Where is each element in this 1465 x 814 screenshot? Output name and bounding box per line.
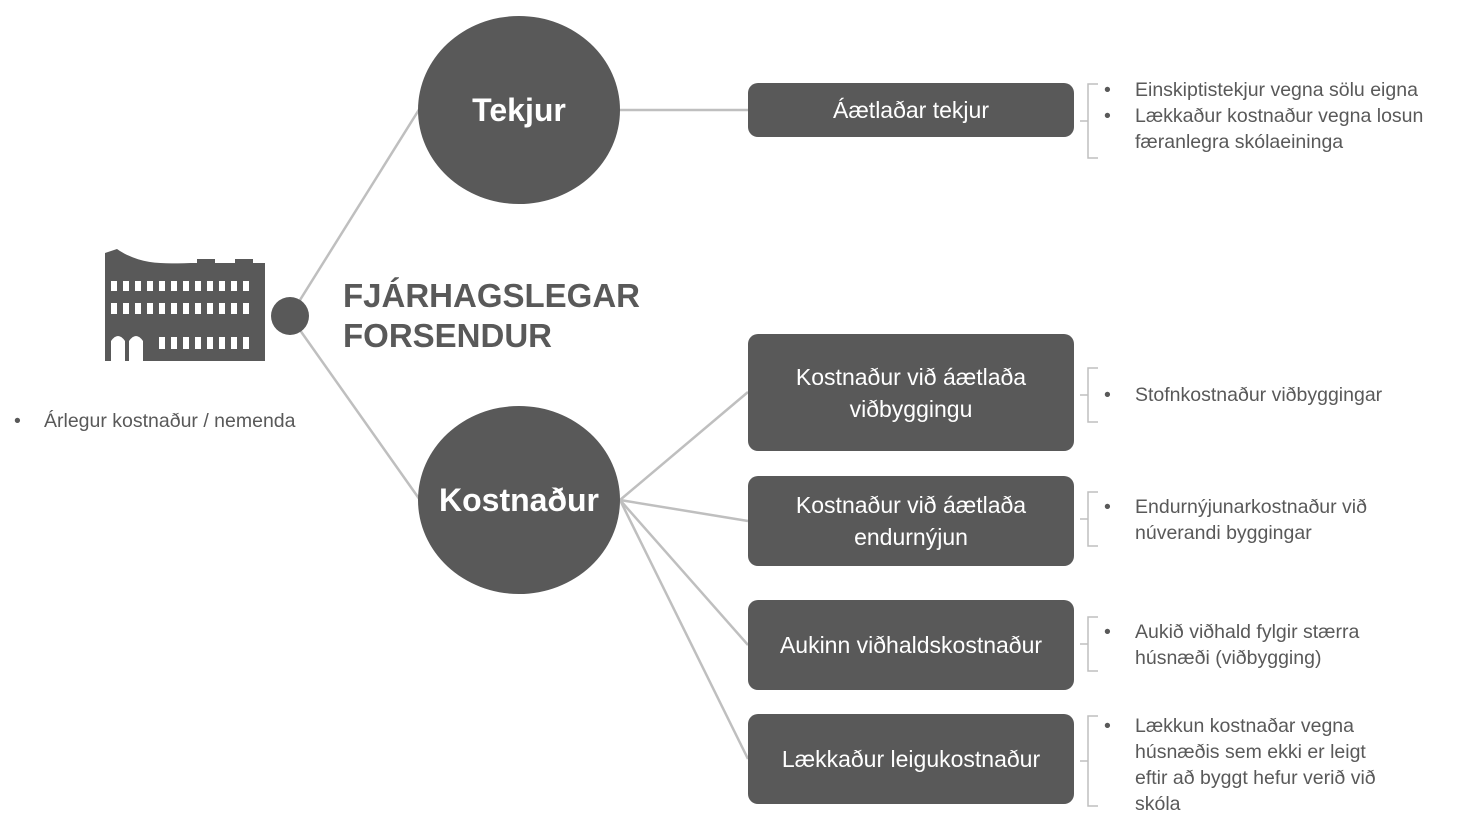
item-box-endurnyjun: Kostnaður við áætlaða endurnýjun <box>748 476 1074 566</box>
note-text: Lækkun kostnaðar vegna húsnæðis sem ekki… <box>1135 715 1376 814</box>
note-text: Endurnýjunarkostnaður við núverandi bygg… <box>1135 496 1367 544</box>
branch-node-tekjur: Tekjur <box>418 16 620 204</box>
building-icon <box>105 249 265 361</box>
connector-kostnadur-box-4 <box>618 499 750 760</box>
bracket-4 <box>1080 715 1098 807</box>
item-box-aaetladar-tekjur: Áætlaðar tekjur <box>748 83 1074 137</box>
bullet-icon: • <box>1104 79 1111 101</box>
diagram-title: FJÁRHAGSLEGAR FORSENDUR <box>343 276 703 356</box>
item-box-vidhald: Aukinn viðhaldskostnaður <box>748 600 1074 690</box>
bullet-icon: • <box>1104 105 1111 127</box>
list-item: • Einskiptistekjur vegna sölu eigna <box>1100 77 1462 103</box>
bullet-icon: • <box>1104 621 1111 643</box>
notes-list-leigukostnadur: • Lækkun kostnaðar vegna húsnæðis sem ek… <box>1100 713 1400 814</box>
diagram-title-line-2: FORSENDUR <box>343 317 553 354</box>
list-item: • Lækkun kostnaðar vegna húsnæðis sem ek… <box>1100 713 1400 814</box>
item-box-label: Kostnaður við áætlaða viðbyggingu <box>795 363 1027 422</box>
list-item: • Stofnkostnaður viðbyggingar <box>1100 382 1462 408</box>
bracket-3 <box>1080 616 1098 672</box>
item-box-leigukostnadur: Lækkaður leigukostnaður <box>748 714 1074 804</box>
notes-list-vidhald: • Aukið viðhald fylgir stærra húsnæði (v… <box>1100 619 1400 671</box>
item-box-label: Áætlaðar tekjur <box>833 97 989 123</box>
item-box-vidbygging: Kostnaður við áætlaða viðbyggingu <box>748 334 1074 451</box>
left-note: • Árlegur kostnaður / nemenda <box>10 408 350 434</box>
bullet-icon: • <box>14 410 21 432</box>
bullet-icon: • <box>1104 715 1111 737</box>
notes-list-vidbygging: • Stofnkostnaður viðbyggingar <box>1100 382 1462 408</box>
bracket-1 <box>1080 367 1098 423</box>
connector-hub-kostnadur <box>288 315 422 501</box>
note-text: Aukið viðhald fylgir stærra húsnæði (við… <box>1135 621 1360 669</box>
bullet-icon: • <box>1104 496 1111 518</box>
note-text: Lækkaður kostnaður vegna losun færanlegr… <box>1135 105 1424 153</box>
bracket-2 <box>1080 491 1098 547</box>
bracket-0 <box>1080 83 1098 159</box>
hub-node <box>271 297 309 335</box>
item-box-label: Kostnaður við áætlaða endurnýjun <box>795 492 1027 550</box>
branch-node-kostnadur: Kostnaður <box>418 406 620 594</box>
item-box-label: Lækkaður leigukostnaður <box>781 746 1041 772</box>
notes-list-endurnyjun: • Endurnýjunarkostnaður við núverandi by… <box>1100 494 1400 546</box>
list-item: • Aukið viðhald fylgir stærra húsnæði (v… <box>1100 619 1400 671</box>
notes-list-tekjur: • Einskiptistekjur vegna sölu eigna • Læ… <box>1100 77 1462 155</box>
bullet-icon: • <box>1104 384 1111 406</box>
list-item: • Lækkaður kostnaður vegna losun færanle… <box>1100 103 1462 155</box>
connector-kostnadur-box-1 <box>619 391 749 501</box>
connector-hub-tekjur <box>288 107 422 317</box>
connector-kostnadur-box-3 <box>619 499 749 646</box>
note-text: Stofnkostnaður viðbyggingar <box>1135 384 1383 406</box>
diagram-title-line-1: FJÁRHAGSLEGAR <box>343 277 641 314</box>
connector-kostnadur-box-2 <box>619 498 749 523</box>
note-text: Einskiptistekjur vegna sölu eigna <box>1135 79 1418 101</box>
list-item: • Endurnýjunarkostnaður við núverandi by… <box>1100 494 1400 546</box>
item-box-label: Aukinn viðhaldskostnaður <box>779 632 1043 658</box>
left-note-text: Árlegur kostnaður / nemenda <box>44 410 296 432</box>
